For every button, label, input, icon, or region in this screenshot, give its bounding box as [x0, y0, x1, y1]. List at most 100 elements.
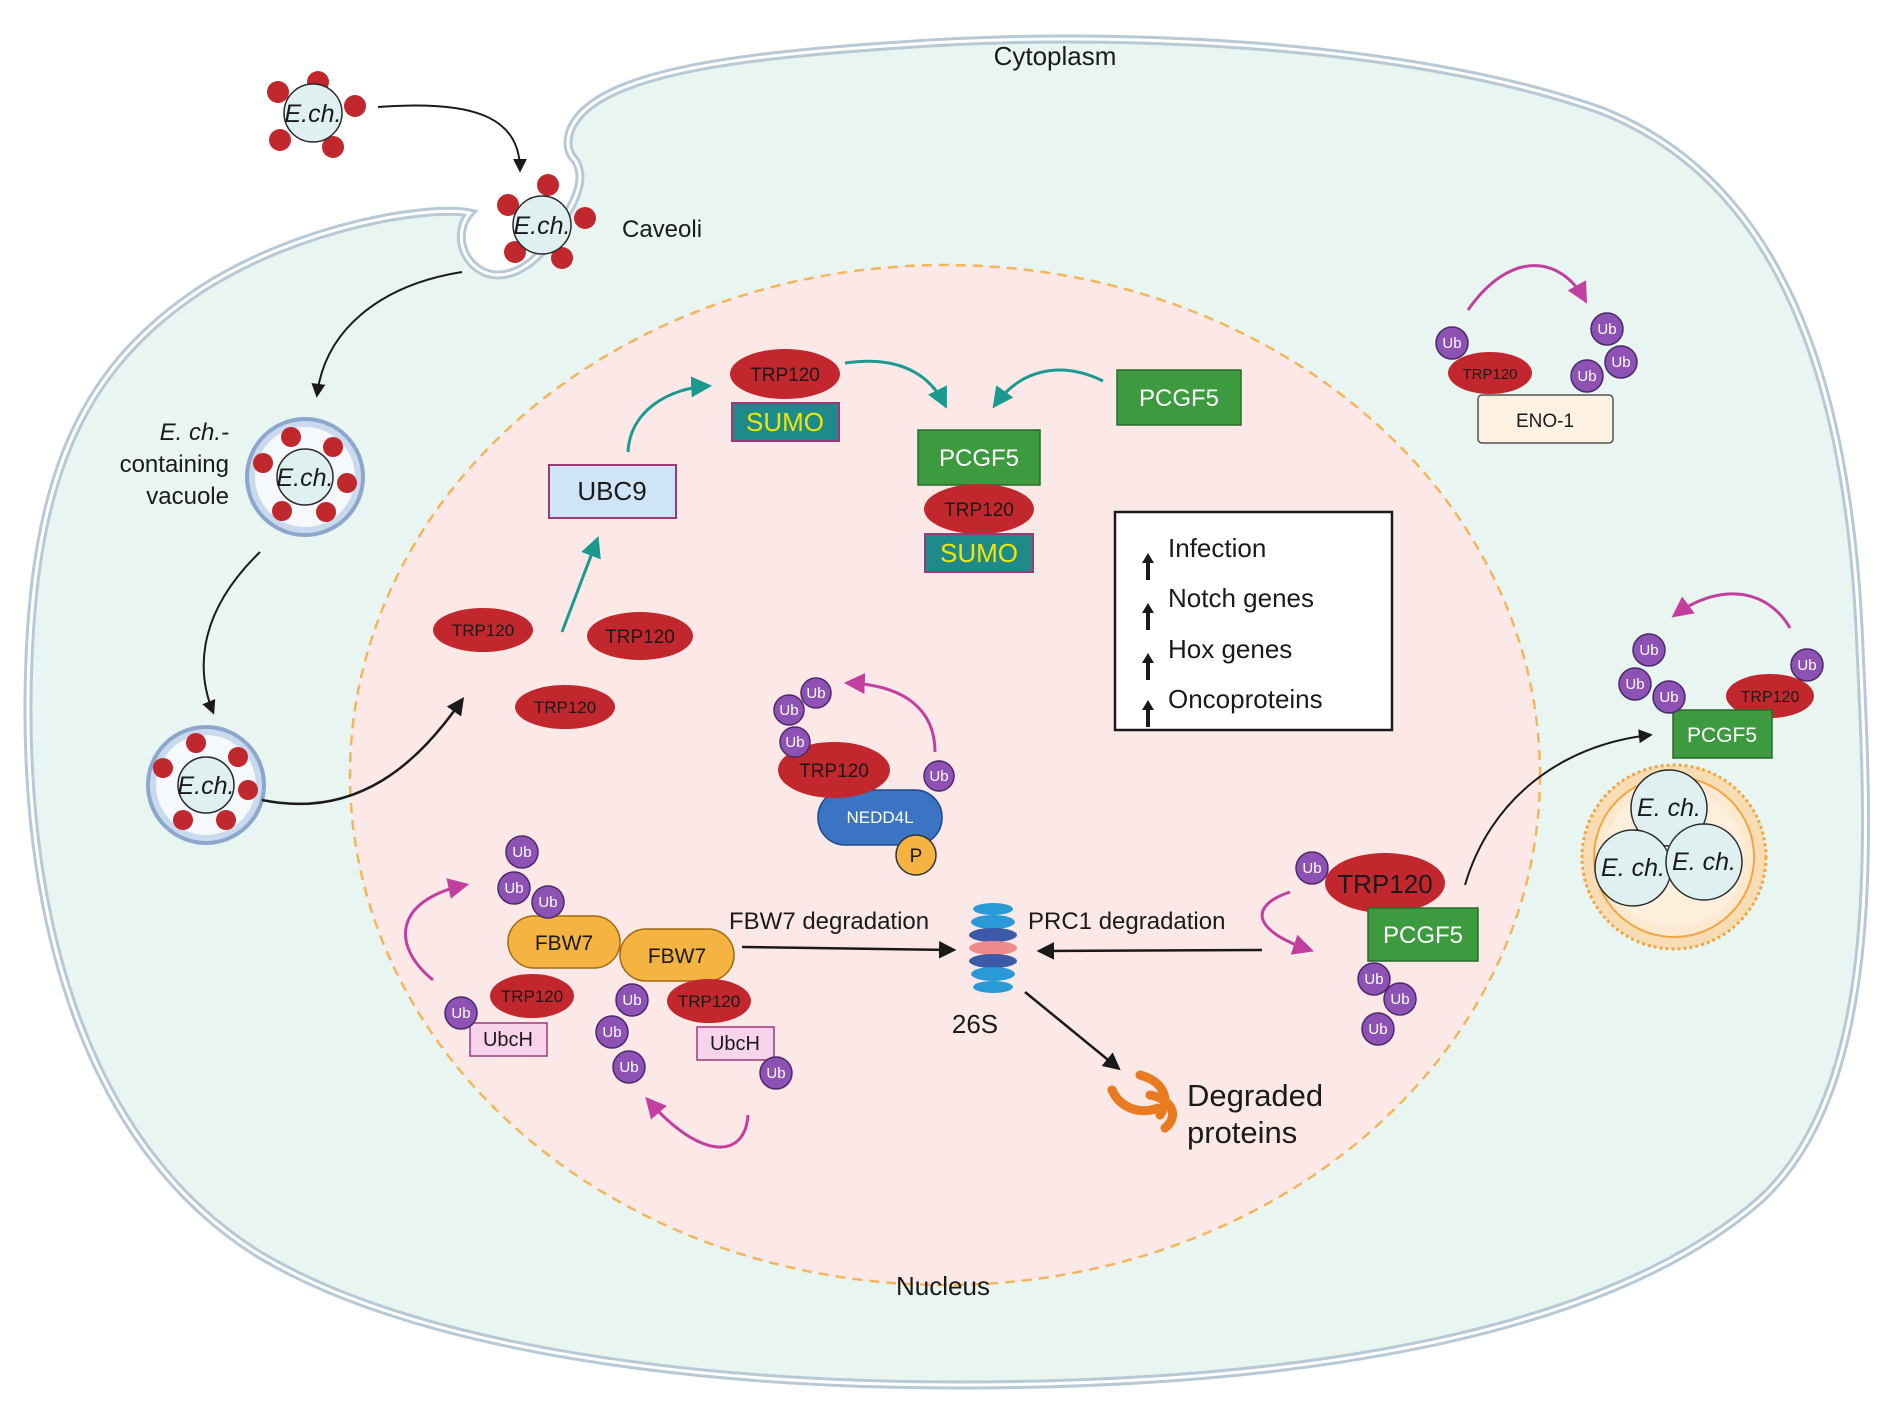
ub-label: Ub — [1597, 321, 1616, 338]
arrow-to-cytoplasm-pcgf5 — [1464, 729, 1653, 886]
arrow-to-degraded — [1024, 991, 1121, 1071]
trp120-label-3: TRP120 — [534, 698, 596, 717]
ub-icon: Ub — [1632, 633, 1666, 667]
legend-item-hox: Hox genes — [1168, 634, 1292, 664]
ub-icon: Ub — [444, 996, 478, 1030]
trp120-label-9: TRP120 — [1337, 869, 1432, 899]
ubc9-label: UBC9 — [577, 476, 646, 506]
pcgf5-trp120-sumo-complex: PCGF5 TRP120 SUMO — [917, 429, 1041, 573]
arrow-nedd4l-ub — [843, 673, 937, 753]
legend-box: Infection Notch genes Hox genes Oncoprot… — [1113, 510, 1394, 732]
ehrlichia-caveoli: E.ch. — [497, 174, 596, 269]
ub-prc1-group: Ub Ub Ub Ub — [1295, 851, 1417, 1046]
trp120-sumoylated: TRP120 SUMO — [730, 349, 840, 442]
vacuole-label-line3: vacuole — [146, 483, 229, 510]
ubch-label-1: UbcH — [483, 1029, 533, 1051]
ub-label: Ub — [538, 894, 557, 911]
ub-label: Ub — [451, 1005, 470, 1022]
ub-nedd4l-group: Ub Ub Ub Ub — [773, 677, 955, 792]
nedd4l-complex: NEDD4L P TRP120 — [778, 742, 943, 876]
ub-fbw7-group: Ub Ub Ub Ub Ub Ub Ub Ub — [444, 835, 793, 1090]
ub-icon: Ub — [595, 1015, 629, 1049]
fbw7-label-2: FBW7 — [648, 945, 706, 968]
pcgf5-free: PCGF5 — [1116, 369, 1242, 426]
ub-icon: Ub — [505, 835, 539, 869]
ech-label-5: E. ch. — [1637, 794, 1701, 822]
ehrlichia-extracellular: E.ch. — [267, 71, 366, 158]
caveoli-label: Caveoli — [622, 216, 702, 243]
ub-icon: Ub — [773, 694, 805, 726]
ub-icon: Ub — [1652, 680, 1686, 714]
ub-label: Ub — [622, 992, 641, 1009]
ub-label: Ub — [504, 880, 523, 897]
ub-label: Ub — [1625, 676, 1644, 693]
ub-label: Ub — [602, 1024, 621, 1041]
arrow-into-nucleus — [261, 697, 465, 806]
fbw7-complex: FBW7 FBW7 TRP120 TRP120 UbcH UbcH — [469, 915, 775, 1061]
ub-label: Ub — [512, 844, 531, 861]
arrow-pcgf5-to-complex — [992, 368, 1104, 409]
trp120-label-6: TRP120 — [799, 761, 869, 782]
vacuole-label-line1: E. ch.- — [160, 419, 229, 446]
legend-item-1: Infection — [1142, 533, 1266, 580]
degraded-proteins-line2: proteins — [1187, 1115, 1297, 1150]
cytoplasm-label: Cytoplasm — [994, 41, 1117, 71]
pcgf5-label-4: PCGF5 — [1687, 724, 1757, 747]
trp120-label-1: TRP120 — [452, 621, 514, 640]
ub-icon: Ub — [800, 677, 832, 709]
arrow-entry — [377, 104, 527, 173]
pcgf5-label-3: PCGF5 — [1383, 922, 1463, 949]
arrow-vacuole-down — [202, 551, 261, 715]
trp120-label-11: TRP120 — [1741, 689, 1800, 706]
ub-icon: Ub — [497, 871, 531, 905]
ub-icon: Ub — [1618, 667, 1652, 701]
cell-membrane-inner-line — [26, 37, 1868, 1387]
ub-icon: Ub — [1790, 648, 1824, 682]
legend-item-notch: Notch genes — [1168, 583, 1314, 613]
ub-label: Ub — [1368, 1021, 1387, 1038]
sumo-label-2: SUMO — [940, 538, 1018, 568]
ech-label-7: E. ch. — [1672, 848, 1736, 876]
ub-icon: Ub — [1570, 359, 1604, 393]
ech-label-2: E.ch. — [514, 212, 571, 240]
ub-icon: Ub — [531, 885, 565, 919]
arrow-to-ubc9 — [560, 536, 601, 633]
prc1-degradation-label: PRC1 degradation — [1028, 908, 1225, 935]
legend-item-oncoproteins: Oncoproteins — [1168, 684, 1323, 714]
ub-label: Ub — [1442, 335, 1461, 352]
arrow-fbw7-degradation — [741, 941, 957, 959]
ub-label: Ub — [929, 768, 948, 785]
trp120-label-4: TRP120 — [750, 365, 820, 386]
trp120-label-5: TRP120 — [944, 500, 1014, 521]
nedd4l-label: NEDD4L — [846, 808, 913, 827]
degraded-proteins-line1: Degraded — [1187, 1078, 1323, 1113]
ub-label: Ub — [1659, 689, 1678, 706]
ech-containing-vacuole-1: E.ch. — [245, 417, 365, 537]
ub-label: Ub — [619, 1059, 638, 1076]
ub-icon: Ub — [1590, 312, 1624, 346]
legend-item-4: Oncoproteins — [1142, 684, 1323, 727]
legend-item-infection: Infection — [1168, 533, 1266, 563]
arrow-prc1-degradation — [1036, 942, 1263, 960]
ubch-label-2: UbcH — [710, 1033, 760, 1055]
ub-icon: Ub — [615, 983, 649, 1017]
ub-icon: Ub — [923, 760, 955, 792]
ub-icon: Ub — [1383, 982, 1417, 1016]
ub-label: Ub — [806, 685, 825, 702]
ub-cyto-pcgf5-group: Ub Ub Ub Ub — [1618, 633, 1824, 714]
arrow-cyto-pcgf5-ub — [1671, 592, 1792, 629]
arrow-fbw7-ub-bottom — [645, 1096, 750, 1149]
ub-label: Ub — [1577, 368, 1596, 385]
arrow-sumo-to-complex — [844, 359, 947, 409]
ech-label-4: E.ch. — [178, 772, 235, 800]
proteasome-26s-icon — [969, 903, 1017, 993]
ub-label: Ub — [766, 1065, 785, 1082]
ub-label: Ub — [1611, 354, 1630, 371]
proteasome-label: 26S — [952, 1009, 998, 1039]
ub-eno1-group: Ub Ub Ub Ub — [1435, 312, 1638, 393]
ub-icon: Ub — [759, 1056, 793, 1090]
ub-label: Ub — [1797, 657, 1816, 674]
ub-label: Ub — [1364, 971, 1383, 988]
ub-icon: Ub — [779, 726, 811, 758]
trp120-free-3: TRP120 — [515, 685, 615, 729]
